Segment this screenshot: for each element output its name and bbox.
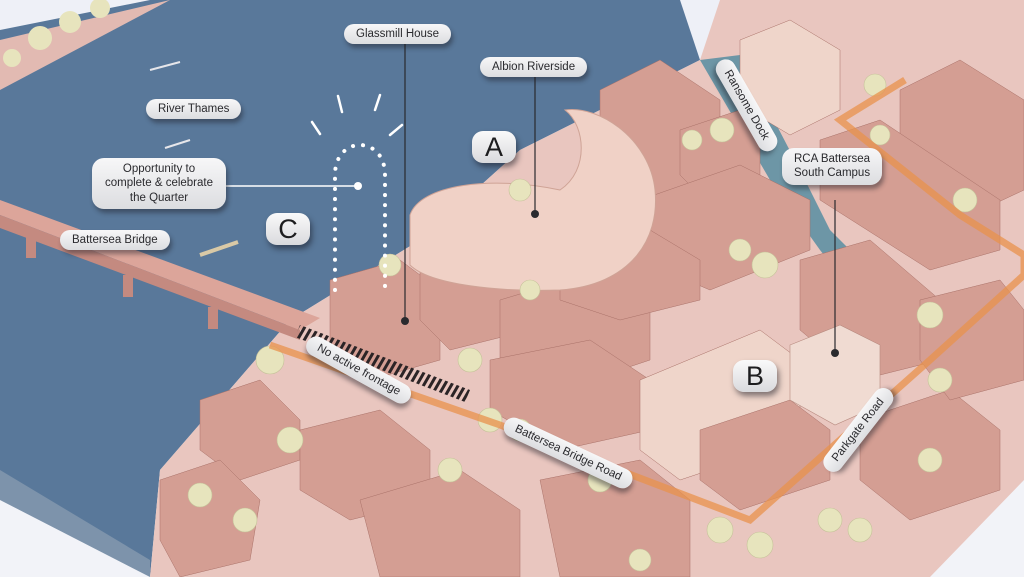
label-river-thames: River Thames — [146, 99, 242, 120]
glassmill-pin-icon — [401, 317, 409, 325]
opportunity-line-1: Opportunity to — [122, 163, 196, 175]
leader-lines — [404, 40, 836, 353]
rca-line-1: RCA Battersea — [794, 153, 871, 165]
buildings — [159, 19, 1024, 577]
opportunity-dotted-outline — [333, 143, 387, 292]
label-battersea-bridge: Battersea Bridge — [60, 230, 170, 251]
opportunity-line-2: complete & celebrate — [104, 177, 214, 190]
spark-lines-icon — [310, 93, 404, 137]
marker-b: B — [733, 360, 777, 392]
rca-line-2: South Campus — [794, 167, 871, 180]
opportunity-line-3: the Quarter — [129, 191, 189, 204]
opportunity-pin-icon — [354, 182, 362, 190]
rca-pin-icon — [831, 349, 839, 357]
no-active-frontage-hatch — [295, 325, 470, 402]
north-bank — [0, 0, 170, 90]
boats — [149, 61, 239, 257]
label-rca-battersea-south-campus: RCA Battersea South Campus — [782, 148, 883, 185]
label-opportunity: Opportunity to complete & celebrate the … — [92, 158, 226, 210]
label-glassmill-house: Glassmill House — [344, 24, 452, 45]
marker-c: C — [266, 213, 310, 245]
albion-pin-icon — [531, 210, 539, 218]
label-albion-riverside: Albion Riverside — [480, 57, 588, 78]
marker-a: A — [472, 131, 516, 163]
